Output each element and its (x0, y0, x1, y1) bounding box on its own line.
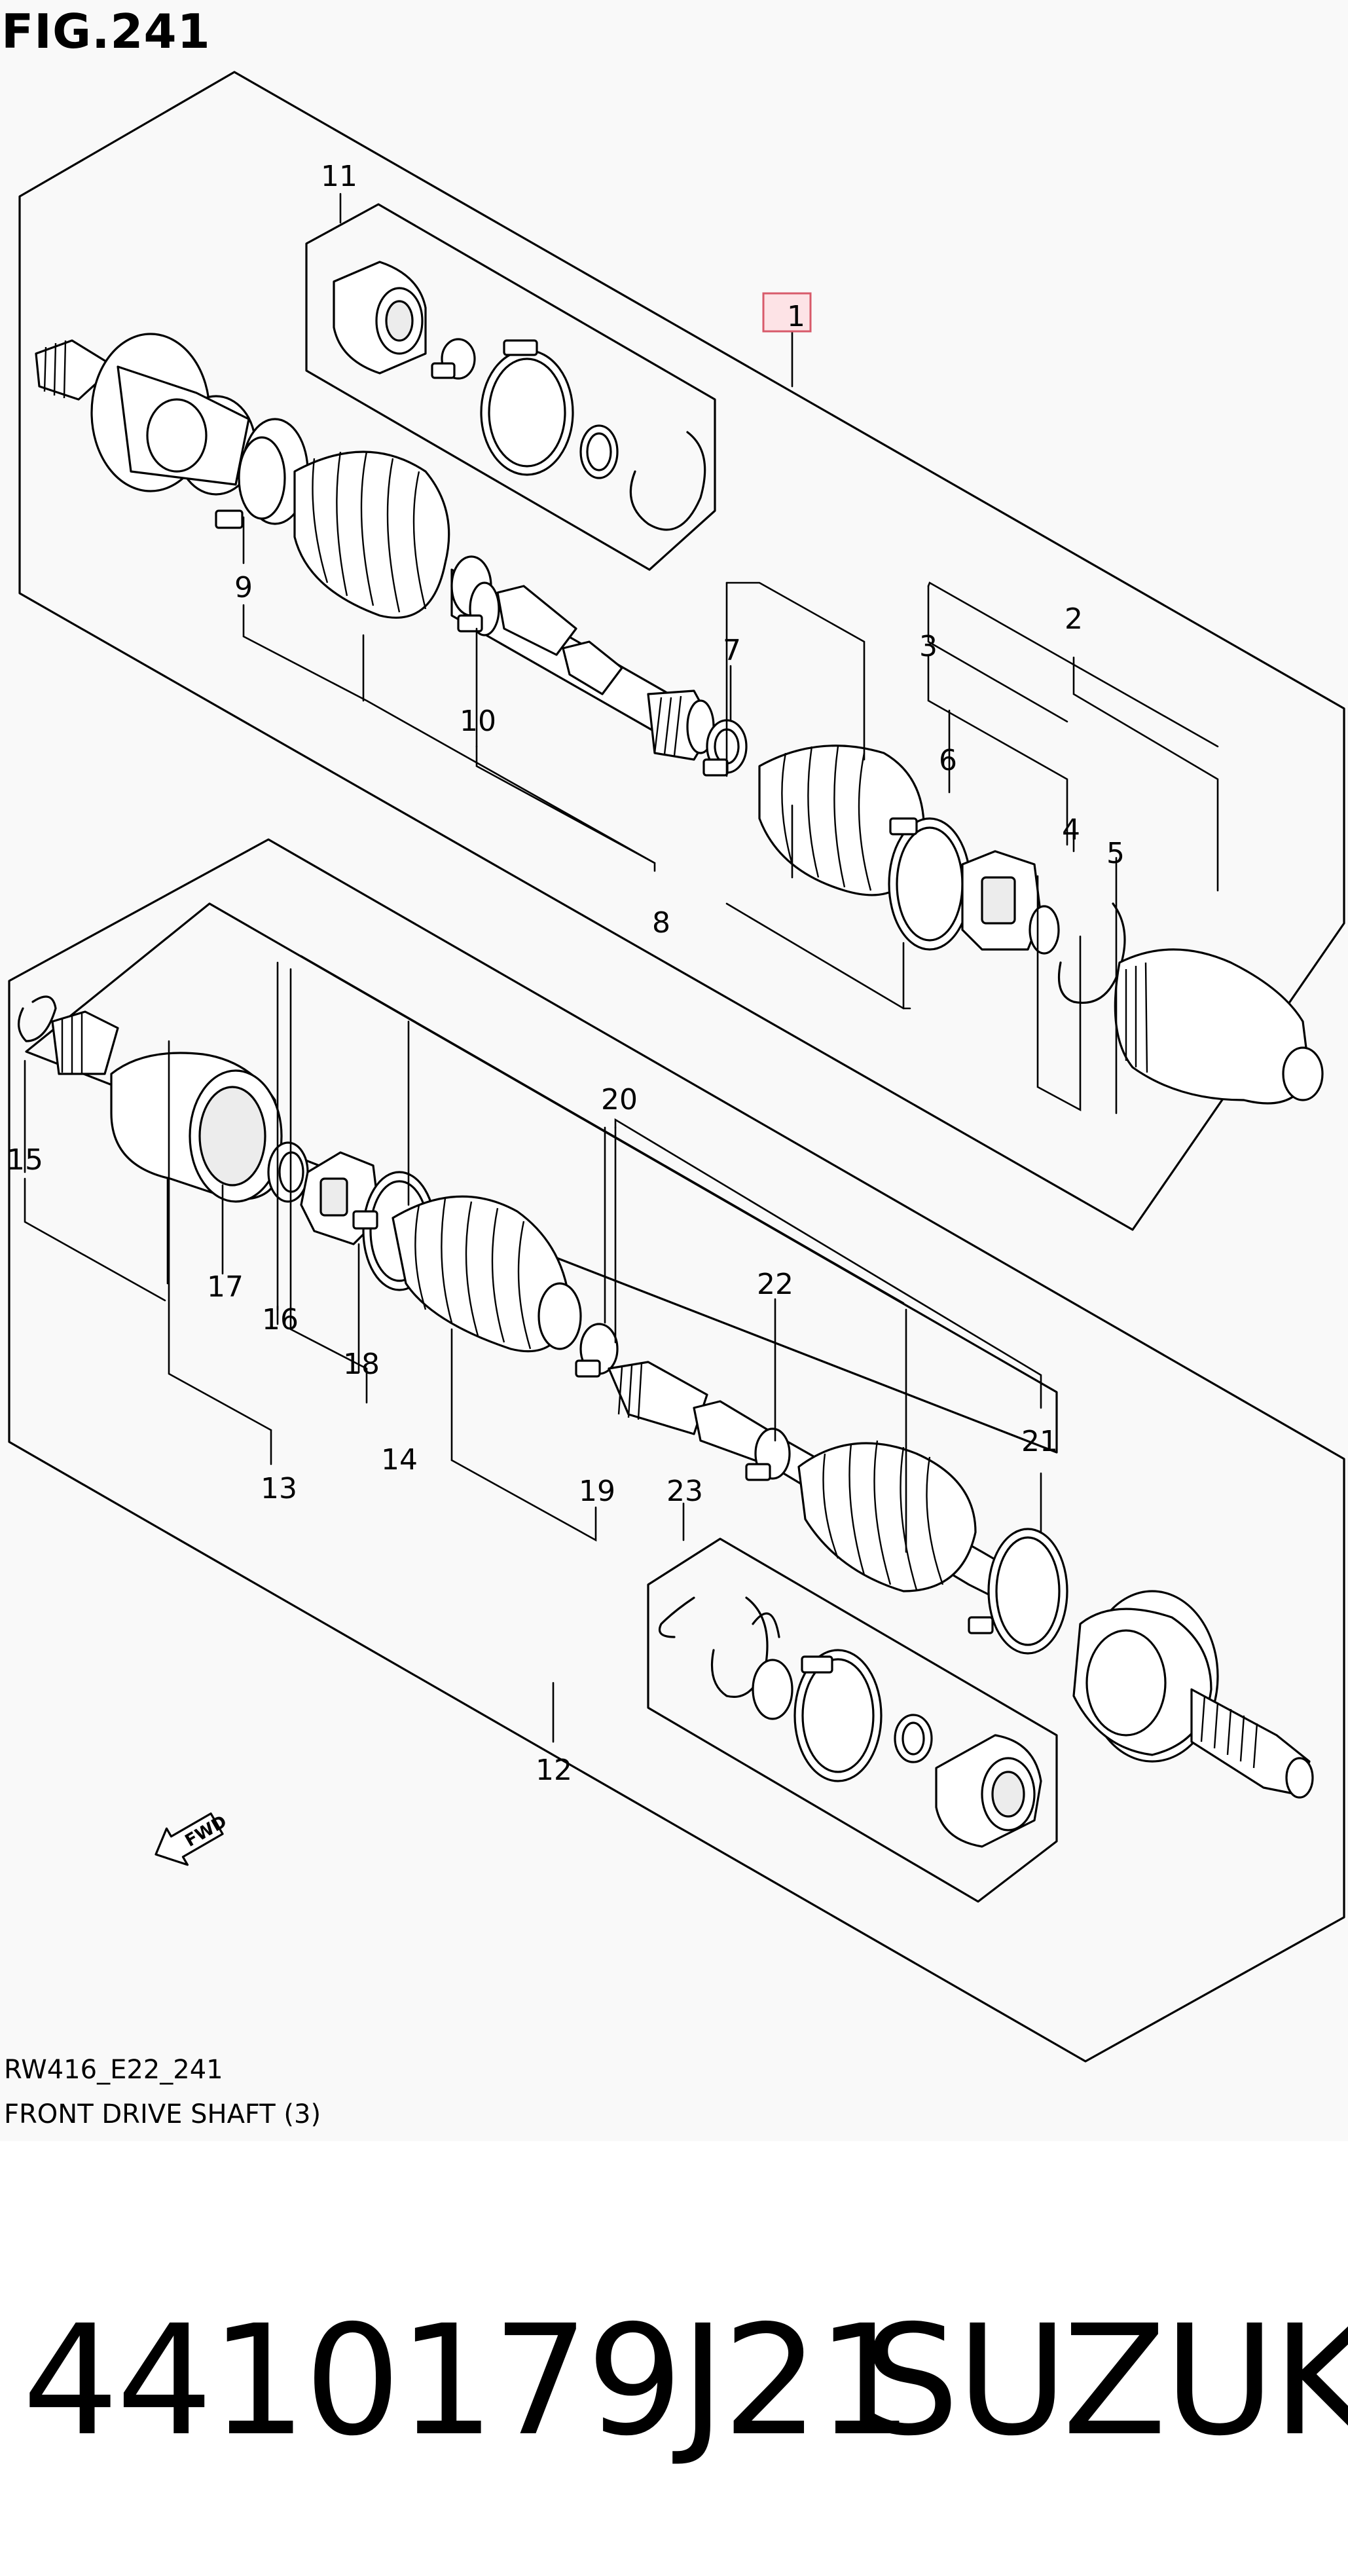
callout-5: 5 (1106, 837, 1125, 870)
callout-16: 16 (262, 1303, 299, 1336)
callout-4: 4 (1062, 813, 1080, 847)
callout-17: 17 (207, 1270, 244, 1304)
callout-10: 10 (460, 705, 496, 738)
callout-1: 1 (787, 300, 805, 333)
callout-19: 19 (579, 1475, 615, 1508)
fwd-arrow-icon: FWD (155, 1812, 230, 1866)
lower-inner-joint (18, 995, 381, 1245)
callout-labels: 1 2 3 4 5 6 7 8 9 10 11 12 13 14 15 16 1… (7, 160, 1125, 1787)
callout-15: 15 (7, 1143, 43, 1177)
lower-assembly-frame (8, 838, 1345, 2063)
kit-11-parts (333, 261, 706, 531)
diagram-caption: FRONT DRIVE SHAFT (3) (4, 2099, 321, 2129)
upper-leader-lines (242, 193, 1219, 1114)
callout-2: 2 (1065, 602, 1083, 636)
callout-3: 3 (919, 630, 938, 663)
part-number: 4410179J21 (22, 2292, 913, 2469)
kit-23-parts (658, 1596, 1042, 1848)
lower-leader-lines (24, 955, 1042, 1743)
callout-21: 21 (1021, 1425, 1058, 1458)
upper-outer-boot (215, 418, 500, 636)
callout-8: 8 (652, 906, 670, 940)
lower-inner-boot (352, 1171, 582, 1353)
lower-outer-joint (797, 1440, 1314, 1799)
part-1-highlight-box (762, 292, 812, 333)
callout-13: 13 (261, 1472, 297, 1505)
callout-9: 9 (234, 571, 253, 604)
callout-18: 18 (343, 1348, 380, 1381)
brand-name: SUZUKI (863, 2292, 1348, 2469)
upper-inner-joint (702, 719, 1324, 1105)
callout-11: 11 (321, 160, 357, 193)
callout-20: 20 (601, 1083, 638, 1116)
upper-assembly-frame (18, 71, 1345, 1231)
exploded-parts-diagram: FWD 1 2 3 4 5 6 7 8 9 10 11 12 13 14 15 … (7, 71, 1345, 2063)
callout-12: 12 (536, 1754, 572, 1787)
callout-7: 7 (723, 634, 741, 667)
upper-outer-joint (35, 333, 257, 496)
diagram-code: RW416_E22_241 (4, 2055, 223, 2085)
callout-14: 14 (381, 1443, 418, 1477)
upper-shaft (450, 568, 715, 761)
callout-22: 22 (757, 1268, 793, 1301)
callout-6: 6 (939, 744, 957, 777)
figure-title: FIG.241 (1, 4, 211, 59)
callout-23: 23 (666, 1475, 703, 1508)
